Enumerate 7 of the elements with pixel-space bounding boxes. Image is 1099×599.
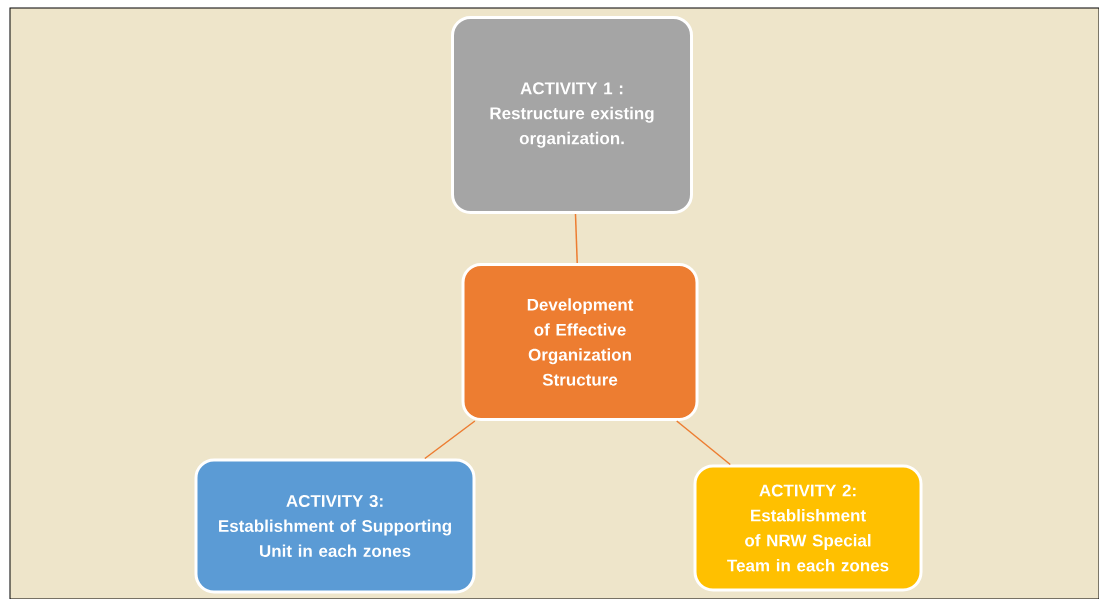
activity-box: ACTIVITY 3: Establishment of Supporting Unit in each zones [194, 458, 476, 594]
topic-box: Development of Effective Organization Structure [461, 263, 699, 421]
activity-box: ACTIVITY 2: Establishment of NRW Special Team in each zones [693, 464, 923, 592]
connector-line [675, 420, 731, 466]
connector-line [424, 420, 476, 460]
activity-box: ACTIVITY 1 : Restructure existing organization. [451, 16, 693, 214]
connector-line [574, 213, 578, 264]
